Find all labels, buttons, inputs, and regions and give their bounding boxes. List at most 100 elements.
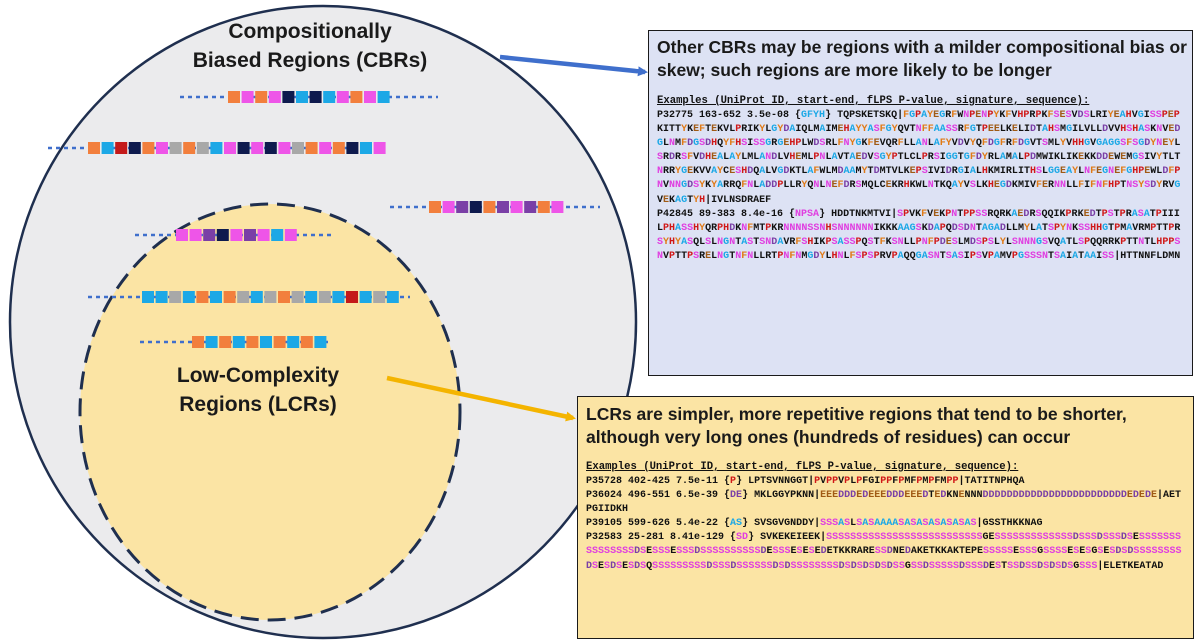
residue-block [323, 91, 336, 103]
residue-block [210, 142, 223, 154]
residue-block [373, 291, 386, 303]
residue-block [282, 91, 295, 103]
residue-block [182, 291, 195, 303]
residue-block [264, 291, 277, 303]
example-entry: P35728 402-425 7.5e-11 {P} LPTSVNNGGT|PV… [586, 476, 1025, 487]
residue-block [364, 91, 376, 103]
residue-block [192, 336, 204, 348]
residue-block [251, 142, 264, 154]
cbr-sequence-list: P32775 163-652 3.5e-08 {GFYH} TQPSKETSKQ… [649, 109, 1185, 264]
residue-block [336, 91, 349, 103]
lcr-label-line1: Low-Complexity [177, 364, 339, 387]
residue-block [250, 291, 263, 303]
residue-block [169, 291, 182, 303]
residue-block [156, 142, 168, 154]
lcr-box-heading: LCRs are simpler, more repetitive region… [586, 404, 1127, 447]
residue-block [373, 142, 386, 154]
lcr-examples-heading: Examples (UniProt ID, start-end, fLPS P-… [586, 461, 1019, 473]
lcr-arrow [386, 375, 576, 422]
residue-block [332, 142, 345, 154]
residue-block [228, 91, 240, 103]
protein-strands [48, 91, 600, 348]
residue-block [223, 291, 236, 303]
cbr-label-line2: Biased Regions (CBRs) [193, 49, 428, 72]
lcr-examples-box: LCRs are simpler, more repetitive region… [577, 396, 1194, 639]
residue-block [537, 201, 550, 213]
residue-block [128, 142, 141, 154]
example-tail: GSSTHKKNAG [982, 518, 1043, 530]
example-signature: AS [730, 518, 743, 530]
residue-block [196, 291, 209, 303]
residue-block [205, 336, 218, 348]
residue-block [101, 142, 114, 154]
example-signature: GFYH [801, 110, 826, 121]
residue-block [246, 336, 259, 348]
residue-block [359, 291, 372, 303]
residue-block [260, 336, 272, 348]
lcr-ellipse [78, 202, 462, 622]
residue-block [360, 142, 372, 154]
example-header: P32583 25-281 8.41e-129 [586, 532, 725, 544]
residue-block [237, 142, 250, 154]
residue-block [189, 229, 202, 241]
example-tail: ELETKEATAD [1103, 560, 1164, 572]
residue-block [456, 201, 469, 213]
residue-block [210, 291, 222, 303]
residue-block [176, 229, 188, 241]
residue-block [230, 229, 243, 241]
lcr-sequence-list: P35728 402-425 7.5e-11 {P} LPTSVNNGGT|PV… [578, 475, 1186, 574]
residue-block [169, 142, 182, 154]
example-header: P32775 163-652 3.5e-08 [657, 110, 790, 121]
residue-block [241, 91, 254, 103]
residue-block [318, 291, 331, 303]
residue-block [255, 91, 268, 103]
residue-block [264, 142, 277, 154]
residue-block [346, 291, 358, 303]
example-tail: TATITNPHQA [964, 476, 1025, 487]
residue-block [305, 142, 318, 154]
residue-block [278, 291, 290, 303]
residue-block [237, 291, 250, 303]
residue-block [551, 201, 564, 213]
residue-block [88, 142, 100, 154]
residue-block [142, 142, 155, 154]
cbr-examples-heading: Examples (UniProt ID, start-end, fLPS P-… [657, 95, 1090, 107]
residue-block [232, 336, 245, 348]
residue-block [483, 201, 496, 213]
residue-block [244, 229, 256, 241]
residue-block [377, 91, 390, 103]
residue-block [292, 142, 304, 154]
example-entry: P32775 163-652 3.5e-08 {GFYH} TQPSKETSKQ… [657, 110, 1181, 206]
example-tail: HTTNNFLDMN [1120, 250, 1181, 262]
residue-block [203, 229, 216, 241]
example-signature: DE [730, 490, 743, 502]
residue-block [346, 142, 359, 154]
residue-block [350, 91, 363, 103]
example-sequence: SVSGVGNDDY|SSSASLSASAAAASASASASASASAS [754, 518, 977, 530]
example-signature: NPSA [795, 208, 820, 220]
residue-block [305, 291, 318, 303]
example-tail: AETPGIIDKH [586, 490, 1181, 516]
residue-block [224, 142, 236, 154]
residue-block [268, 91, 281, 103]
residue-block [296, 91, 308, 103]
residue-block [332, 291, 345, 303]
example-signature: P [730, 476, 737, 487]
example-header: P39105 599-626 5.4e-22 [586, 518, 719, 530]
residue-block [273, 336, 286, 348]
residue-block [497, 201, 509, 213]
example-signature: SD [736, 532, 749, 544]
residue-block [115, 142, 128, 154]
residue-block [278, 142, 291, 154]
residue-block [429, 201, 441, 213]
example-tail: IVLNSDRAEF [711, 194, 772, 206]
residue-block [183, 142, 196, 154]
residue-block [469, 201, 482, 213]
residue-block [524, 201, 537, 213]
residue-block [257, 229, 270, 241]
cbr-arrow [499, 54, 648, 77]
example-sequence: HDDTNKMTVI|SPVKFVEKPNTPPSSRQRKAEDRSQQIKP… [657, 208, 1181, 262]
example-entry: P32583 25-281 8.41e-129 {SD} SVKEKEIEEK|… [586, 532, 1182, 572]
example-entry: P36024 496-551 6.5e-39 {DE} MKLGGYPKNN|E… [586, 490, 1181, 516]
